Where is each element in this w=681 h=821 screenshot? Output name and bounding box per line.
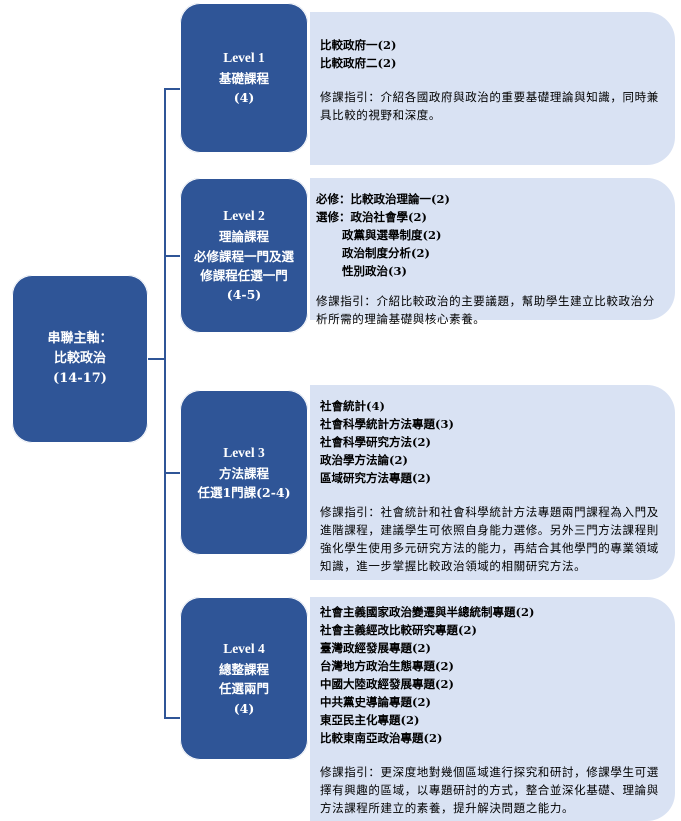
root-node: 串聯主軸： 比較政治 (14-17) — [12, 275, 148, 443]
elective-label: 選修： — [316, 210, 351, 224]
course-guide: 修課指引：社會統計和社會科學統計方法專題兩門課程為入門及進階課程，建議學生可依照… — [320, 505, 659, 573]
course: 性別政治(3) — [342, 264, 407, 278]
level-credits: (4) — [233, 700, 255, 716]
level-4-content: 社會主義國家政治變遷與半總統制專題(2) 社會主義經改比較研究專題(2) 臺灣政… — [310, 597, 675, 821]
course: 社會科學統計方法專題(3) — [320, 417, 454, 431]
course-guide: 修課指引：更深度地對幾個區域進行探究和研討，修課學生可選擇有興趣的區域，以專題研… — [320, 765, 659, 815]
level-name: 基礎課程 — [218, 71, 269, 87]
level-3-content: 社會統計(4) 社會科學統計方法專題(3) 社會科學研究方法(2) 政治學方法論… — [310, 385, 675, 580]
course: 政治學方法論(2) — [320, 453, 408, 467]
level-3-node: Level 3 方法課程 任選1門課(2-4) — [180, 390, 308, 555]
connector-l4 — [164, 717, 180, 719]
course: 東亞民主化專題(2) — [320, 713, 420, 727]
root-credits: (14-17) — [53, 371, 107, 387]
level-2-node: Level 2 理論課程 必修課程一門及選修課程任選一門 (4-5) — [180, 178, 308, 333]
connector-l2 — [164, 255, 180, 257]
course: 台灣地方政治生態專題(2) — [320, 659, 454, 673]
course: 比較政府二(2) — [320, 56, 397, 70]
connector-l3 — [164, 472, 180, 474]
level-name: 理論課程 — [218, 229, 269, 245]
level-1-content: 比較政府一(2) 比較政府二(2) 修課指引：介紹各國政府與政治的重要基礎理論與… — [310, 12, 675, 165]
connector-spine — [164, 88, 166, 718]
course: 社會統計(4) — [320, 399, 385, 413]
course: 中共黨史導論專題(2) — [320, 695, 431, 709]
connector-root — [148, 358, 165, 360]
course: 比較東南亞政治專題(2) — [320, 731, 443, 745]
course: 政黨與選舉制度(2) — [342, 228, 442, 242]
course: 區域研究方法專題(2) — [320, 471, 431, 485]
course-guide: 修課指引：介紹各國政府與政治的重要基礎理論與知識，同時兼具比較的視野和深度。 — [320, 90, 659, 122]
course: 政治制度分析(2) — [342, 246, 430, 260]
course: 社會主義經改比較研究專題(2) — [320, 623, 477, 637]
level-4-node: Level 4 總整課程 任選兩門 (4) — [180, 597, 308, 760]
level-credits: (4) — [233, 90, 255, 106]
level-2-content: 必修：比較政治理論一(2) 選修：政治社會學(2) 政黨與選舉制度(2) 政治制… — [310, 178, 675, 326]
root-subject: 比較政治 — [53, 350, 106, 366]
level-detail: 必修課程一門及選修課程任選一門 — [193, 248, 294, 283]
course-guide: 修課指引：介紹比較政治的主要議題，幫助學生建立比較政治分析所需的理論基礎與核心素… — [316, 294, 655, 326]
course: 中國大陸政經發展專題(2) — [320, 677, 454, 691]
level-label: Level 3 — [223, 444, 265, 460]
course: 社會科學研究方法(2) — [320, 435, 431, 449]
course: 比較政府一(2) — [320, 38, 397, 52]
course: 政治社會學(2) — [350, 210, 427, 224]
level-name: 總整課程 — [218, 661, 269, 677]
course: 社會主義國家政治變遷與半總統制專題(2) — [320, 605, 535, 619]
level-1-node: Level 1 基礎課程 (4) — [180, 3, 308, 153]
level-detail: 任選1門課(2-4) — [197, 484, 291, 500]
level-credits: (4-5) — [226, 287, 262, 303]
level-detail: 任選兩門 — [218, 681, 269, 697]
connector-l1 — [164, 88, 180, 90]
course: 臺灣政經發展專題(2) — [320, 641, 431, 655]
required-label: 必修： — [316, 192, 351, 206]
level-label: Level 1 — [223, 50, 265, 66]
root-title: 串聯主軸： — [47, 330, 113, 346]
level-name: 方法課程 — [218, 465, 269, 481]
course: 比較政治理論一(2) — [350, 192, 450, 206]
level-label: Level 2 — [223, 208, 265, 224]
level-label: Level 4 — [223, 640, 265, 656]
